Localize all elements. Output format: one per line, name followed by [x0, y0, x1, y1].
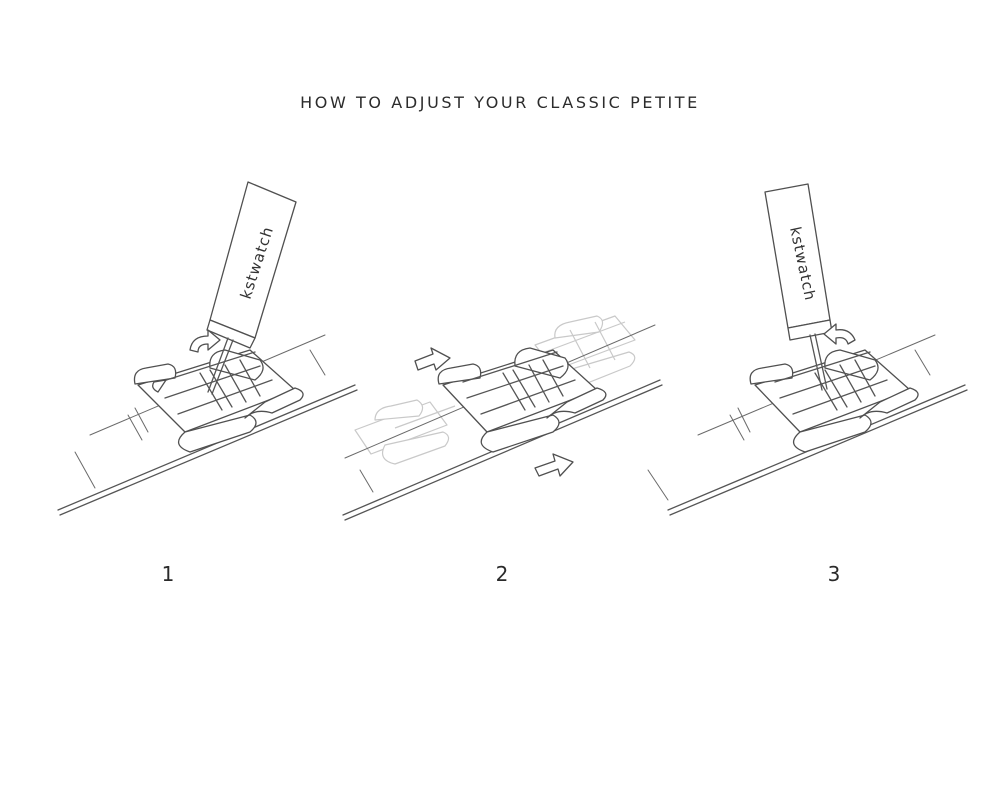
step-1-illustration: kstwatch	[57, 181, 358, 516]
curved-arrow-icon	[189, 329, 221, 353]
watch-buckle	[437, 347, 607, 453]
step-3-illustration: kstwatch	[647, 183, 968, 516]
screwdriver-tool-icon: kstwatch	[764, 183, 833, 391]
left-arrow-icon	[414, 347, 451, 371]
watch-strap	[57, 334, 358, 516]
step-number-1: 1	[161, 562, 175, 586]
step-number-3: 3	[827, 562, 841, 586]
page-title: HOW TO ADJUST YOUR CLASSIC PETITE	[300, 93, 700, 112]
curved-arrow-icon	[823, 323, 856, 345]
watch-buckle	[749, 349, 919, 453]
step-number-2: 2	[495, 562, 509, 586]
screwdriver-tool-icon: kstwatch	[206, 181, 297, 395]
step-2-illustration	[342, 315, 663, 521]
right-arrow-icon	[534, 453, 574, 477]
watch-buckle	[133, 349, 304, 453]
